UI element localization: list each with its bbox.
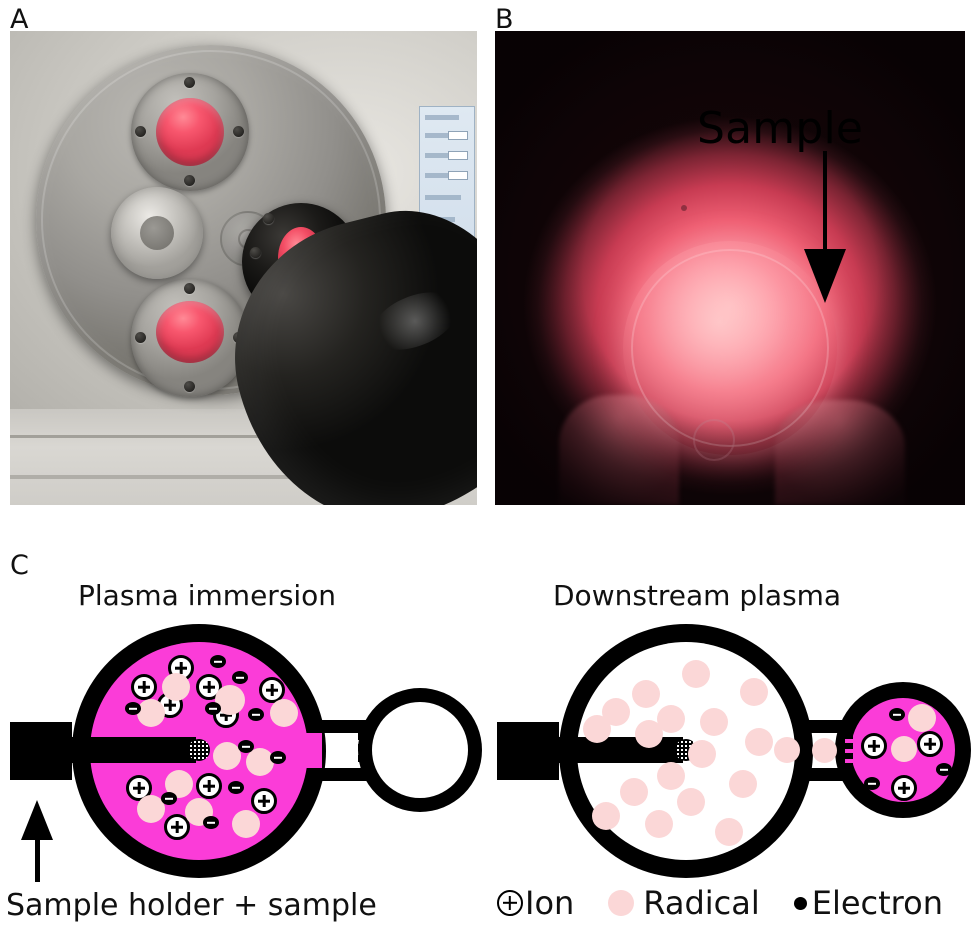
sample-holder-block bbox=[497, 722, 559, 780]
legend-item-electron: Electron bbox=[793, 884, 943, 922]
electron-icon bbox=[161, 792, 177, 805]
electron-icon bbox=[205, 702, 221, 715]
electron-icon bbox=[228, 781, 244, 794]
ion-icon bbox=[196, 773, 222, 799]
electron-icon bbox=[125, 702, 141, 715]
legend-label-radical: Radical bbox=[643, 884, 760, 922]
radical-icon bbox=[608, 890, 635, 916]
diagram-title-downstream-plasma: Downstream plasma bbox=[553, 579, 842, 612]
legend-item-ion: Ion bbox=[497, 884, 574, 922]
down-arrow-icon bbox=[804, 249, 846, 303]
legend-label-electron: Electron bbox=[811, 884, 943, 922]
sample-holder-rod bbox=[553, 737, 683, 763]
tube-plasma-fill bbox=[300, 733, 322, 768]
radical-icon bbox=[620, 778, 648, 806]
electron-icon bbox=[232, 671, 248, 684]
radical-icon bbox=[137, 699, 165, 727]
diagram-title-plasma-immersion: Plasma immersion bbox=[78, 579, 337, 612]
bench-edge bbox=[10, 475, 477, 479]
electron-icon bbox=[793, 896, 807, 910]
diagram-plasma-immersion bbox=[0, 620, 487, 890]
sample-holder-caption: Sample holder + sample bbox=[6, 888, 377, 923]
viewport-top-ring bbox=[131, 73, 249, 191]
radical-icon bbox=[729, 770, 757, 798]
electron-icon bbox=[238, 740, 254, 753]
electron-icon bbox=[210, 655, 226, 668]
photo-vignette bbox=[495, 31, 965, 505]
electron-icon bbox=[864, 777, 880, 790]
radical-icon bbox=[715, 818, 743, 846]
ion-icon bbox=[861, 733, 887, 759]
side-chamber-interior bbox=[372, 702, 468, 798]
radical-icon bbox=[632, 680, 660, 708]
viewport-bottom-ring bbox=[131, 279, 249, 397]
radical-icon bbox=[232, 810, 260, 838]
ion-icon bbox=[251, 788, 277, 814]
sample-icon bbox=[188, 739, 210, 761]
electron-icon bbox=[889, 708, 905, 721]
radical-icon bbox=[745, 728, 773, 756]
panel-a-photograph bbox=[10, 31, 477, 505]
sample-holder-rod bbox=[66, 737, 196, 763]
electron-icon bbox=[270, 751, 286, 764]
radical-icon bbox=[688, 740, 716, 768]
sample-arrow-shaft bbox=[823, 151, 827, 263]
ion-icon bbox=[497, 890, 523, 916]
sample-holder-arrow-shaft bbox=[35, 830, 40, 882]
radical-icon bbox=[162, 673, 190, 701]
radical-icon bbox=[213, 742, 241, 770]
mesh-barrier bbox=[358, 733, 366, 768]
viewport-bottom-window bbox=[156, 301, 224, 363]
panel-label-c: C bbox=[10, 550, 29, 581]
panel-label-b: B bbox=[495, 4, 514, 35]
ion-icon bbox=[891, 775, 917, 801]
radical-icon bbox=[677, 788, 705, 816]
ion-icon bbox=[131, 674, 157, 700]
radical-icon bbox=[246, 748, 274, 776]
radical-icon bbox=[740, 678, 768, 706]
radical-icon bbox=[657, 762, 685, 790]
radical-icon bbox=[592, 802, 620, 830]
legend-item-radical: Radical bbox=[608, 884, 760, 922]
radical-icon bbox=[635, 720, 663, 748]
ion-icon bbox=[259, 677, 285, 703]
radical-icon bbox=[700, 708, 728, 736]
up-arrow-icon bbox=[21, 800, 53, 840]
radical-icon bbox=[583, 715, 611, 743]
ion-icon bbox=[917, 731, 943, 757]
radical-icon bbox=[812, 738, 837, 763]
radical-icon bbox=[645, 810, 673, 838]
sample-holder-block bbox=[10, 722, 72, 780]
electron-icon bbox=[936, 763, 952, 776]
radical-icon bbox=[774, 737, 800, 763]
panel-b-photograph: Sample bbox=[495, 31, 965, 505]
radical-icon bbox=[891, 736, 917, 762]
radical-icon bbox=[682, 660, 710, 688]
legend-label-ion: Ion bbox=[525, 884, 575, 922]
electron-icon bbox=[203, 816, 219, 829]
radical-icon bbox=[908, 704, 936, 732]
legend: Ion Radical Electron bbox=[497, 884, 943, 922]
radical-icon bbox=[270, 699, 298, 727]
electron-icon bbox=[248, 708, 264, 721]
sample-annotation-label: Sample bbox=[697, 103, 864, 154]
panel-label-a: A bbox=[10, 4, 29, 35]
mesh-barrier bbox=[845, 733, 853, 768]
flange-knob bbox=[111, 187, 203, 279]
diagram-downstream-plasma bbox=[487, 620, 974, 890]
viewport-top-window bbox=[156, 98, 224, 166]
